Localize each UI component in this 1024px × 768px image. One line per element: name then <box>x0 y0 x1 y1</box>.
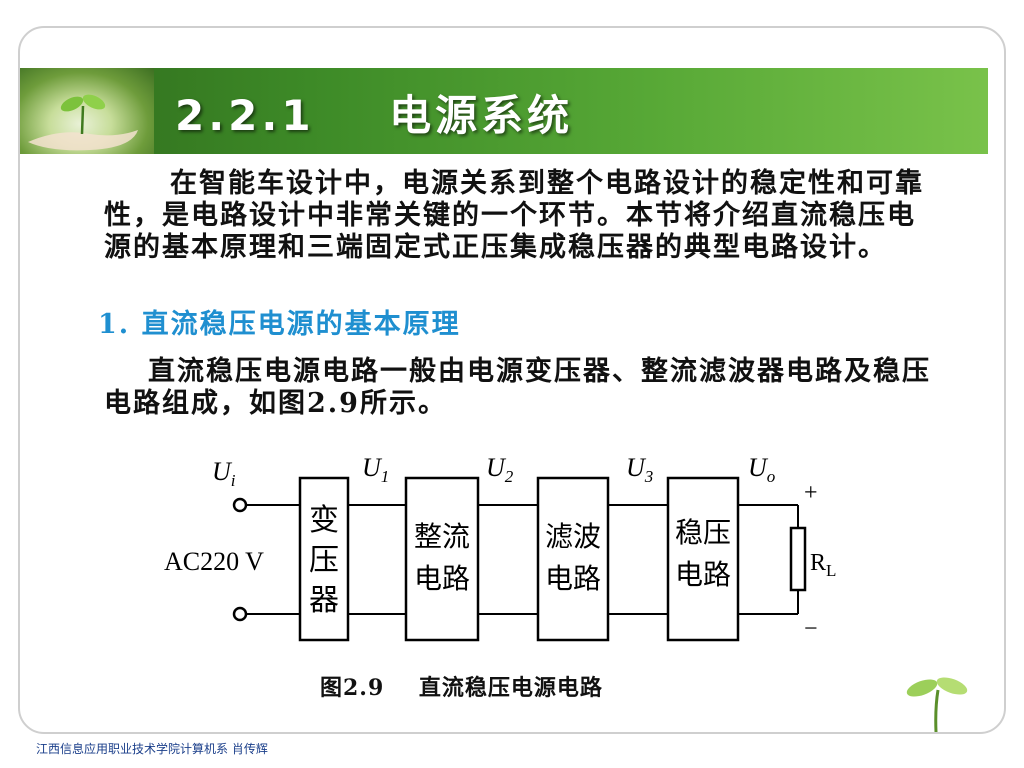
plus-sign: + <box>804 480 818 506</box>
figure-caption: 图2.9 直流稳压电源电路 <box>320 675 603 701</box>
title-banner: 2.2.1 电源系统 <box>20 68 988 154</box>
transformer-label-2: 压 <box>309 544 339 577</box>
filter-label-1: 滤波 <box>545 521 601 553</box>
footer-credit: 江西信息应用职业技术学院计算机系 肖传辉 <box>36 742 268 756</box>
voltage-label-u2: U2 <box>486 453 514 486</box>
description-paragraph: 直流稳压电源电路一般由电源变压器、整流滤波器电路及稳压电路组成，如图2.9所示。 <box>104 356 931 419</box>
intro-paragraph: 在智能车设计中，电源关系到整个电路设计的稳定性和可靠性，是电路设计中非常关键的一… <box>104 168 924 263</box>
input-terminal-bottom <box>232 606 248 622</box>
filter-label-2: 电路 <box>545 563 601 595</box>
rectifier-block <box>404 476 480 642</box>
input-terminal-top <box>232 497 248 513</box>
transformer-label-1: 变 <box>309 504 339 537</box>
rectifier-label-2: 电路 <box>414 563 470 595</box>
plant-in-hand-photo <box>20 68 154 154</box>
voltage-label-uo: Uo <box>748 453 775 486</box>
slide-title: 2.2.1 电源系统 <box>175 91 574 140</box>
voltage-label-u1: U1 <box>362 453 389 486</box>
voltage-label-ui: Ui <box>212 457 236 490</box>
rectifier-label-1: 整流 <box>414 521 470 553</box>
minus-sign: − <box>804 616 818 642</box>
regulator-label-2: 电路 <box>675 559 731 591</box>
regulator-label-1: 稳压 <box>675 517 731 549</box>
input-voltage-label: AC220 V <box>164 547 264 576</box>
voltage-label-u3: U3 <box>626 453 653 486</box>
load-label: RL <box>810 550 836 580</box>
transformer-label-3: 器 <box>309 584 339 617</box>
load-resistor <box>789 526 807 592</box>
regulator-block <box>666 476 740 642</box>
sprout-decoration <box>906 677 968 732</box>
filter-block <box>536 476 610 642</box>
section-subheading: 1. 直流稳压电源的基本原理 <box>98 309 461 340</box>
transformer-block <box>298 476 350 642</box>
power-supply-block-diagram: 变 压 器 整流 电路 滤波 电路 稳压 电路 AC220 V Ui U1 U2… <box>164 453 836 642</box>
